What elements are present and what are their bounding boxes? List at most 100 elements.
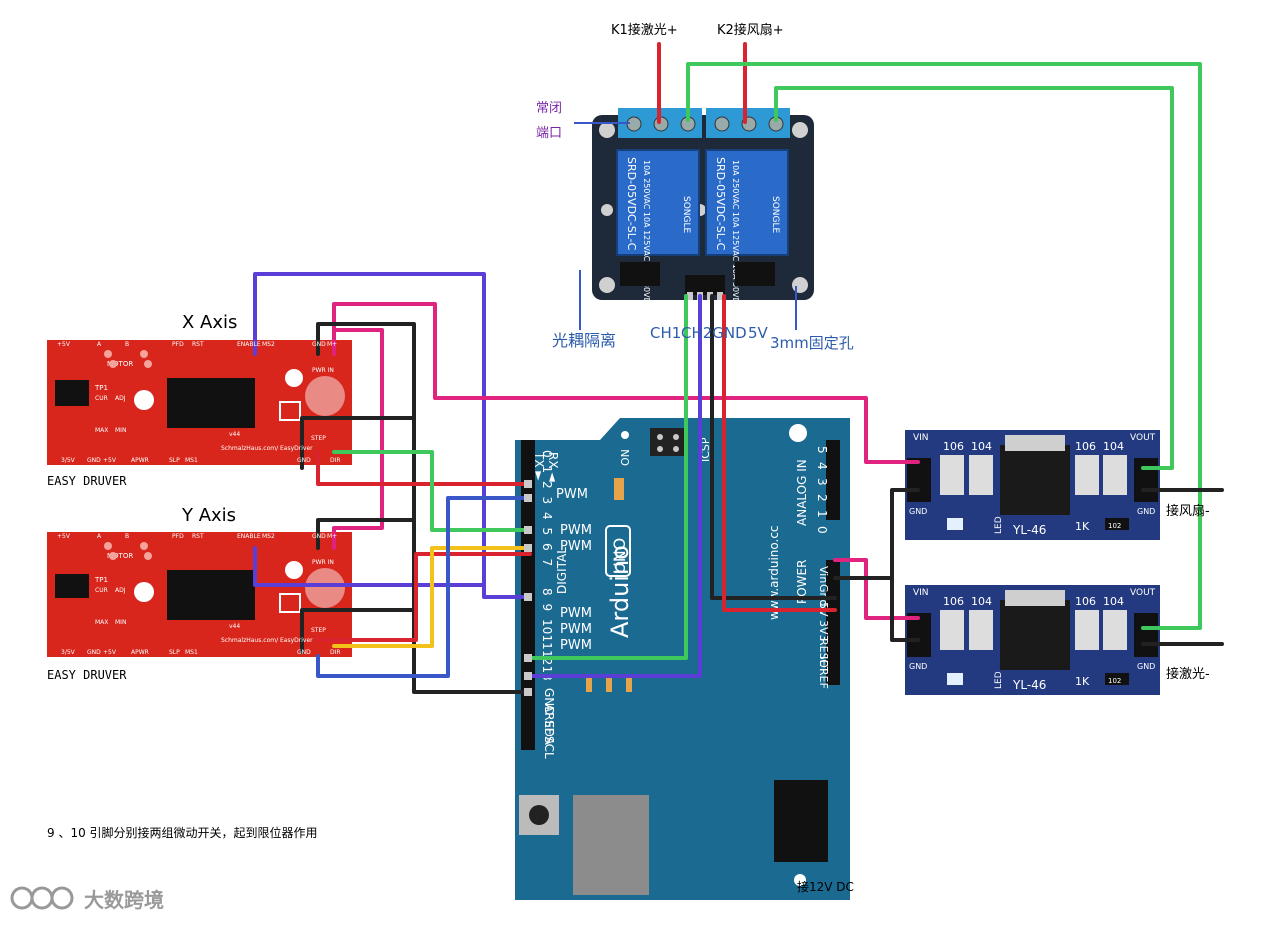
arduino-power-label: POWER — [795, 560, 809, 604]
analog-pin-label: 3 — [815, 478, 829, 486]
label-optocoupler: 光耦隔离 — [552, 331, 616, 350]
reg-model-label: YL-46 — [1012, 523, 1046, 537]
reg-led-label: LED — [994, 671, 1004, 689]
driver-pad — [144, 360, 152, 368]
analog-pin-label: 2 — [815, 494, 829, 502]
label-nc-1: 常闭 — [536, 101, 562, 116]
left-lower-pin-label: SCL — [542, 736, 556, 759]
reg-vin-label: VIN — [913, 588, 929, 598]
driver-min-label: MIN — [115, 427, 126, 434]
driver-bottom-pin-label: APWR — [131, 649, 149, 656]
digital-pin-label: 2 — [540, 481, 554, 489]
digital-pin-label: 11 — [540, 635, 554, 650]
driver-top-pin-label: B — [125, 341, 129, 348]
power-pin-label: RESET — [817, 638, 830, 674]
arduino-tx-label: TX ► — [532, 451, 546, 481]
reg-cap-label: 104 — [971, 440, 992, 453]
arduino-pwm-5: PWM — [560, 622, 592, 637]
driver-pad — [104, 542, 112, 550]
relay2-model: SRD-05VDC-SL-C — [714, 157, 727, 251]
relay1-brand: SONGLE — [681, 196, 691, 234]
easydriver-x-board — [47, 340, 352, 465]
reg-cap-label: 106 — [1075, 440, 1096, 453]
reg-r-label: 1K — [1075, 520, 1090, 533]
reg-cap-label: 106 — [943, 595, 964, 608]
driver-bottom-pin-label: +5V — [103, 649, 117, 656]
digital-pin-label: 13 — [540, 666, 554, 681]
driver-top-pin-label: A — [97, 341, 102, 348]
driver-pad — [109, 552, 117, 560]
driver-adj-label: ADJ — [115, 395, 126, 402]
driver-top-pin-label: ENABLE — [237, 533, 261, 540]
reg-vout-label: VOUT — [1130, 588, 1156, 598]
label-driver-x: EASY DRUVER — [47, 474, 127, 488]
driver-bottom-pin-label: SLP — [169, 457, 180, 464]
reg-smd-label: 102 — [1108, 522, 1121, 530]
arduino-site: www.arduino.cc — [767, 525, 781, 620]
driver-version-label: v44 — [229, 623, 240, 630]
driver-url-label: SchmalzHaus.com/ EasyDriver — [221, 445, 313, 452]
driver-top-pin-label: +5V — [57, 533, 71, 540]
left-lower-pin-label: GND — [542, 688, 556, 716]
arduino-analog-label: ANALOG IN — [795, 459, 809, 526]
label-k2: K2接风扇+ — [717, 22, 784, 38]
driver-top-pin-label: A — [97, 533, 102, 540]
arduino-pwm-6: PWM — [560, 638, 592, 653]
power-pin-label: Vin — [817, 566, 830, 583]
reg-smd-label: 102 — [1108, 677, 1121, 685]
driver-motor-label: MOTOR — [107, 552, 133, 560]
driver-top-pin-label: ENABLE — [237, 341, 261, 348]
reg-cap-label: 104 — [1103, 440, 1124, 453]
driver-bottom-pin-label: MS1 — [185, 649, 198, 656]
driver-max-label: MAX — [95, 619, 108, 626]
label-ch1: CH1 — [650, 324, 681, 342]
relay2-brand: SONGLE — [770, 196, 780, 234]
driver-step-label: STEP — [311, 435, 326, 442]
driver-pad — [104, 350, 112, 358]
driver-step-label: STEP — [311, 627, 326, 634]
reg-gnd-right-label: GND — [1137, 507, 1155, 516]
yl46-regulator-1 — [905, 430, 1160, 540]
reg-cap-label: 104 — [971, 595, 992, 608]
driver-bottom-pin-label: GND — [87, 457, 101, 464]
reg-cap-label: 106 — [1075, 595, 1096, 608]
arduino-pwm-3: PWM — [560, 539, 592, 554]
arduino-uno-label: UNO — [610, 538, 629, 574]
arduino-pwm-1: PWM — [556, 487, 588, 502]
driver-min-label: MIN — [115, 619, 126, 626]
driver-bottom-pin-label: GND — [87, 649, 101, 656]
analog-pin-label: 5 — [815, 446, 829, 454]
arduino-rx-label: RX ◄ — [546, 452, 560, 482]
reg-led-label: LED — [994, 516, 1004, 534]
reg-model-label: YL-46 — [1012, 678, 1046, 692]
driver-pad — [109, 360, 117, 368]
reg-cap-label: 104 — [1103, 595, 1124, 608]
label-5v: 5V — [748, 324, 769, 342]
left-lower-pin-label: SDA — [542, 720, 556, 746]
driver-cur-label: CUR — [95, 395, 108, 402]
digital-pin-label: 7 — [540, 559, 554, 567]
label-laser-neg: 接激光- — [1166, 666, 1210, 682]
driver-pad — [144, 552, 152, 560]
driver-bottom-pin-label: DIR — [330, 649, 341, 656]
power-pin-label: IOREF — [817, 656, 830, 689]
label-driver-y: EASY DRUVER — [47, 668, 127, 682]
relay2-rating: 10A 250VAC 10A 125VAC 10A 30VDC 10A 28VD… — [731, 160, 740, 358]
digital-pin-label: 5 — [540, 528, 554, 536]
label-mount-hole: 3mm固定孔 — [770, 334, 854, 352]
reg-vin-label: VIN — [913, 433, 929, 443]
reg-gnd-left-label: GND — [909, 662, 927, 671]
yl46-regulator-2 — [905, 585, 1160, 695]
arduino-on-label: ON — [619, 449, 632, 466]
driver-tp1-label: TP1 — [94, 576, 108, 584]
arduino-icsp-label: ICSP — [699, 437, 712, 462]
arduino-pwm-4: PWM — [560, 606, 592, 621]
driver-bottom-pin-label: 3/5V — [61, 649, 76, 656]
driver-url-label: SchmalzHaus.com/ EasyDriver — [221, 637, 313, 644]
digital-pin-label: 8 — [540, 588, 554, 596]
